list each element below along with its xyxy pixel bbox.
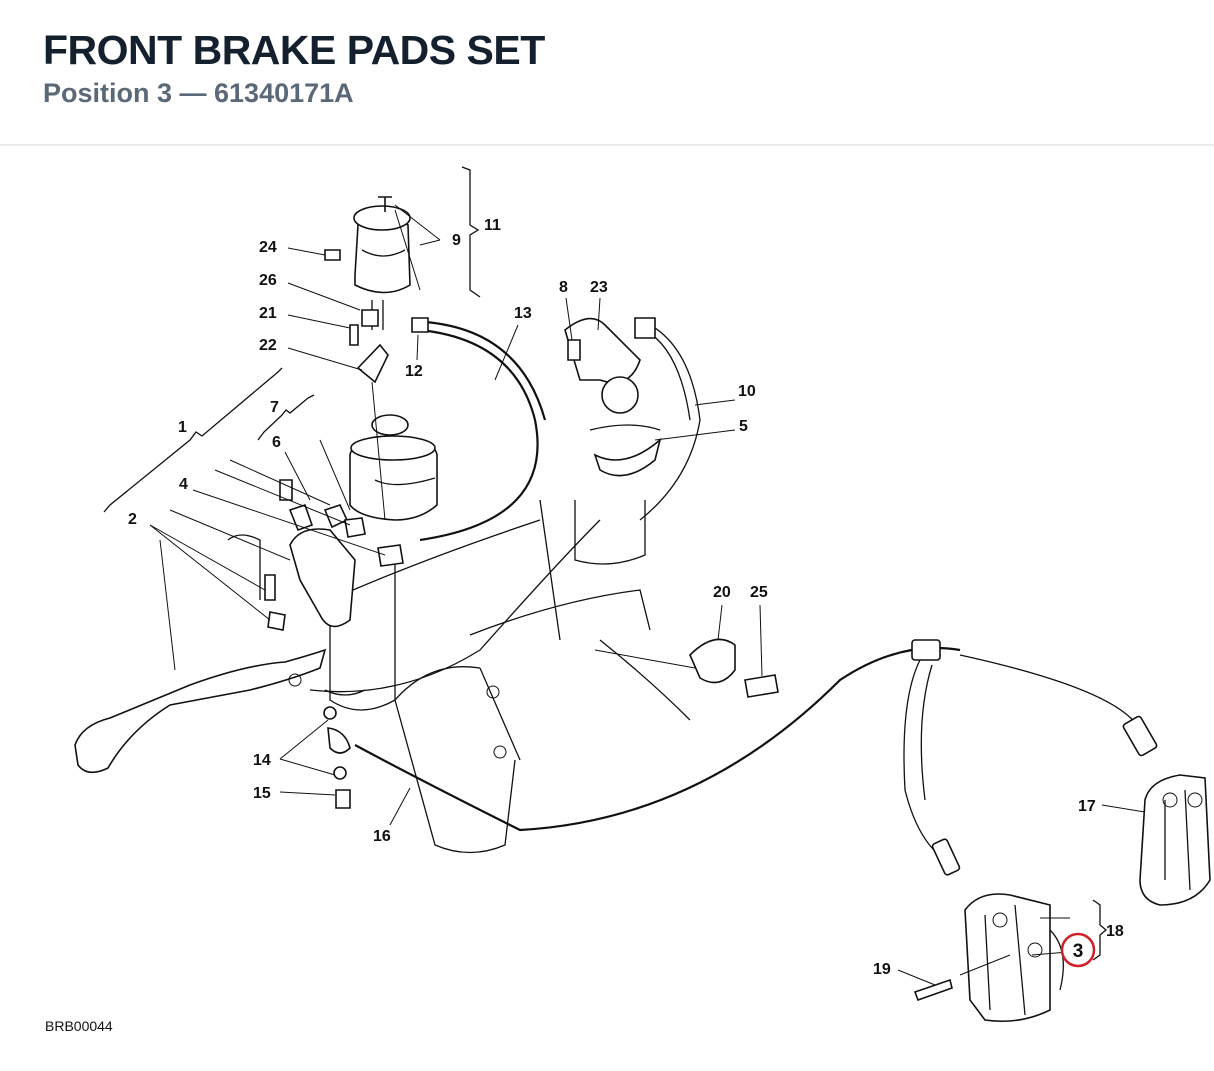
callout-13: 13 [514, 305, 532, 322]
callout-25: 25 [750, 584, 768, 601]
callout-24: 24 [259, 239, 277, 256]
callout-23: 23 [590, 279, 608, 296]
callout-8: 8 [559, 279, 568, 296]
callout-12: 12 [405, 363, 423, 380]
callout-22: 22 [259, 337, 277, 354]
callout-14: 14 [253, 752, 271, 769]
callout-3-highlighted[interactable]: 3 [1073, 941, 1084, 962]
callout-10: 10 [738, 383, 756, 400]
page-title: FRONT BRAKE PADS SET [43, 27, 545, 73]
diagram-code: BRB00044 [45, 1018, 113, 1034]
callout-6: 6 [272, 434, 281, 451]
leader-lines [149, 204, 1146, 986]
callout-20: 20 [713, 584, 731, 601]
callout-9: 9 [452, 232, 461, 249]
callout-11: 11 [484, 217, 501, 234]
brake-hoses [309, 319, 1158, 876]
callout-18: 18 [1106, 923, 1124, 940]
callout-5: 5 [739, 418, 748, 435]
callout-19: 19 [873, 961, 891, 978]
callout-labels: 11 9 24 26 21 22 12 13 8 23 10 5 7 1 6 4… [128, 217, 1124, 978]
callout-26: 26 [259, 272, 277, 289]
page-subtitle: Position 3 — 61340171A [43, 78, 354, 108]
callout-16: 16 [373, 828, 391, 845]
small-parts [264, 196, 953, 1002]
callout-17: 17 [1078, 798, 1096, 815]
master-cylinder [227, 205, 438, 628]
brake-calipers [964, 774, 1211, 1023]
page-header: FRONT BRAKE PADS SET Position 3 — 613401… [0, 0, 1214, 146]
brake-lever [74, 648, 327, 774]
callout-4: 4 [179, 476, 188, 493]
callout-1: 1 [178, 419, 187, 436]
callout-15: 15 [253, 785, 271, 802]
group-brackets [103, 166, 1108, 961]
callout-7: 7 [270, 399, 279, 416]
callout-21: 21 [259, 305, 277, 322]
callout-2: 2 [128, 511, 137, 528]
fork-assembly [324, 424, 691, 854]
highlight-ring[interactable] [1060, 932, 1096, 968]
